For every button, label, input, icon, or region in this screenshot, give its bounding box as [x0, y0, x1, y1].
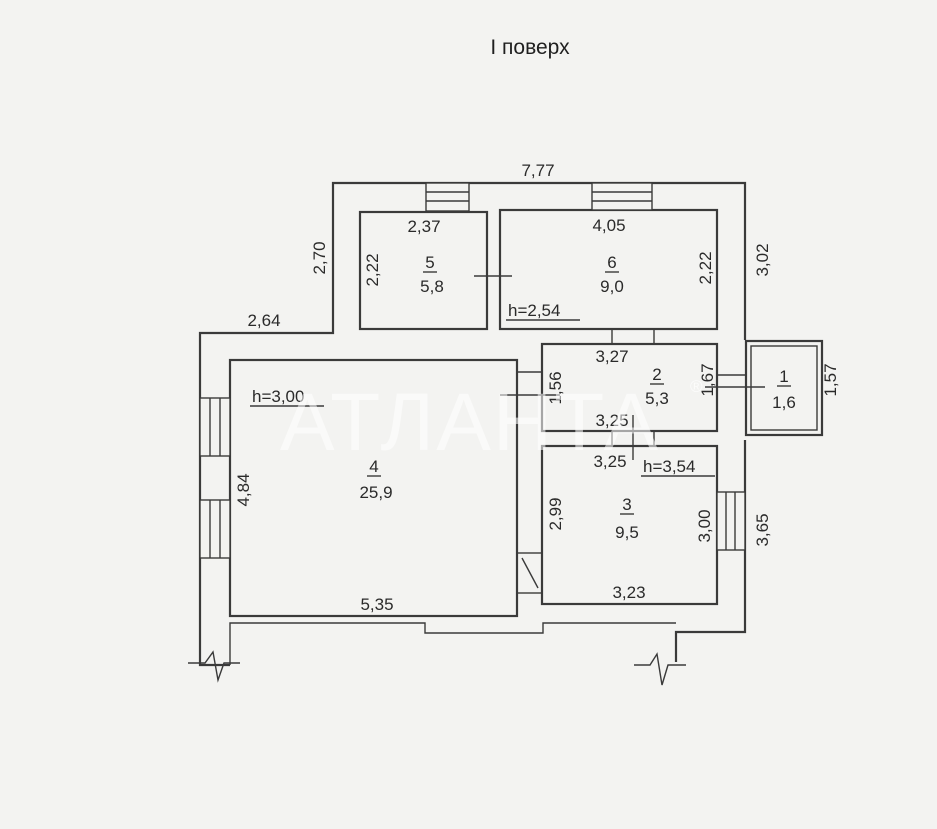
room-5-area: 5,8	[420, 277, 444, 296]
dimension-room5-depth: 2,22	[363, 253, 382, 286]
dimension-right-lower: 3,65	[753, 513, 772, 546]
room-2-area: 5,3	[645, 389, 669, 408]
dimension-room3-width: 3,23	[612, 583, 645, 602]
room-4-number: 4	[369, 457, 378, 476]
room-1-area: 1,6	[772, 393, 796, 412]
dimension-left-step: 2,64	[247, 311, 280, 330]
room-3-number: 3	[622, 495, 631, 514]
dimension-room1-depth: 1,57	[821, 363, 840, 396]
dimension-room5-width: 2,37	[407, 217, 440, 236]
dimension-room4-depth: 4,84	[234, 473, 253, 506]
room-6-area: 9,0	[600, 277, 624, 296]
dimension-room2-left: 1,56	[546, 371, 565, 404]
door-2-3	[611, 415, 655, 460]
dimension-room2-bottom: 3,25	[595, 411, 628, 430]
page-title: I поверх	[490, 36, 570, 59]
room-2-number: 2	[652, 365, 661, 384]
dimension-left-upper: 2,70	[310, 241, 329, 274]
room-4-height: h=3,00	[252, 387, 304, 406]
window-right	[716, 491, 746, 551]
door-4-2	[500, 371, 560, 396]
room-1-outline	[744, 339, 824, 437]
door-5-6	[474, 262, 512, 292]
watermark-logo: АТЛАНТА	[280, 377, 660, 468]
room-4-outline	[228, 358, 519, 618]
window-top-right	[591, 182, 653, 211]
dimension-room4-width: 5,35	[360, 595, 393, 614]
entrance-mark-right	[634, 652, 686, 686]
room-1-number: 1	[779, 367, 788, 386]
dimension-room6-width: 4,05	[592, 216, 625, 235]
dimension-right-upper: 3,02	[753, 243, 772, 276]
stove-symbol	[516, 552, 543, 594]
entrance-mark-left	[188, 650, 240, 683]
room-6-number: 6	[607, 253, 616, 272]
dimension-room3-left: 2,99	[546, 497, 565, 530]
door-6-2	[611, 329, 655, 344]
room-6-height: h=2,54	[508, 301, 560, 320]
room-3-area: 9,5	[615, 523, 639, 542]
outer-wall-bottom	[229, 622, 676, 665]
outer-wall	[198, 181, 747, 667]
dimension-room3-right: 3,00	[695, 509, 714, 542]
room-3-height: h=3,54	[643, 457, 695, 476]
window-left-upper	[199, 397, 231, 457]
door-2-1	[705, 374, 765, 388]
dimension-room2-top: 3,27	[595, 347, 628, 366]
room-5-number: 5	[425, 253, 434, 272]
window-left-lower	[199, 499, 231, 559]
dimension-room6-depth: 2,22	[696, 251, 715, 284]
dimension-room3-top: 3,25	[593, 452, 626, 471]
dimension-overall-top: 7,77	[521, 161, 554, 180]
window-top-left	[425, 182, 470, 212]
dimension-room2-right: 1,67	[698, 363, 717, 396]
watermark-registered-mark: ®	[690, 377, 703, 396]
room-1-inner	[750, 345, 818, 431]
room-4-area: 25,9	[359, 483, 392, 502]
